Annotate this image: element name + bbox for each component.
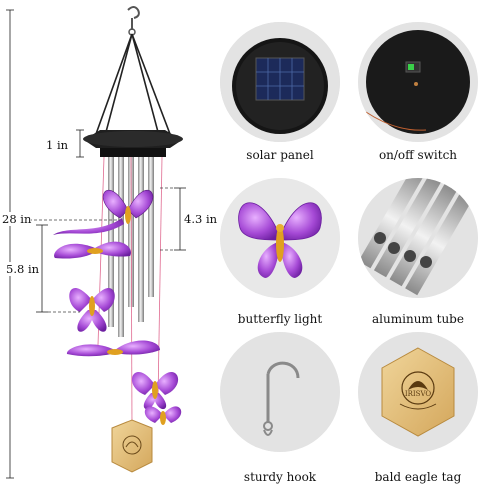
switch-icon <box>358 22 478 142</box>
eagle-tag-icon <box>358 332 478 452</box>
hook-icon <box>220 332 340 452</box>
solar-panel-icon <box>220 22 340 142</box>
feature-label-switch: on/off switch <box>378 148 458 162</box>
solar-panel-image <box>220 22 340 142</box>
butterfly-3 <box>69 288 115 332</box>
feature-label-solar-panel: solar panel <box>246 148 314 162</box>
sturdy-hook-image <box>220 332 340 452</box>
tag-brand-text: IRISVO <box>404 390 432 398</box>
feature-label-eagle-tag: bald eagle tag <box>374 470 462 484</box>
butterfly-1 <box>53 189 154 235</box>
feature-label-aluminum-tube: aluminum tube <box>372 312 464 326</box>
switch-image <box>358 22 478 142</box>
dimension-guides <box>14 187 174 313</box>
butterfly-icon <box>220 178 340 298</box>
butterfly-5 <box>131 372 179 410</box>
tube-icon <box>358 178 478 298</box>
aluminum-tube-image <box>358 178 478 298</box>
solar-cap <box>83 130 183 157</box>
butterfly-4 <box>66 340 160 357</box>
hanging-hook <box>127 6 140 36</box>
eagle-tag-image: IRISVO <box>358 332 478 452</box>
dimension-butterfly-gap: 5.8 in <box>6 262 40 276</box>
feature-label-butterfly-light: butterfly light <box>237 312 323 326</box>
hanging-cords <box>95 33 171 135</box>
wind-chime-product: 28 in 1 in 4.3 in 5.8 in <box>0 0 218 488</box>
wooden-tag <box>111 419 153 473</box>
butterfly-6 <box>144 406 182 425</box>
wind-chime-illustration <box>6 6 186 479</box>
dimension-tube-length: 4.3 in <box>184 212 218 226</box>
dimension-total-height: 28 in <box>2 212 32 226</box>
dimension-lines <box>6 9 186 479</box>
butterfly-2 <box>54 241 131 259</box>
dimension-cap-height: 1 in <box>46 138 69 152</box>
butterfly-light-image <box>220 178 340 298</box>
feature-label-sturdy-hook: sturdy hook <box>243 470 317 484</box>
